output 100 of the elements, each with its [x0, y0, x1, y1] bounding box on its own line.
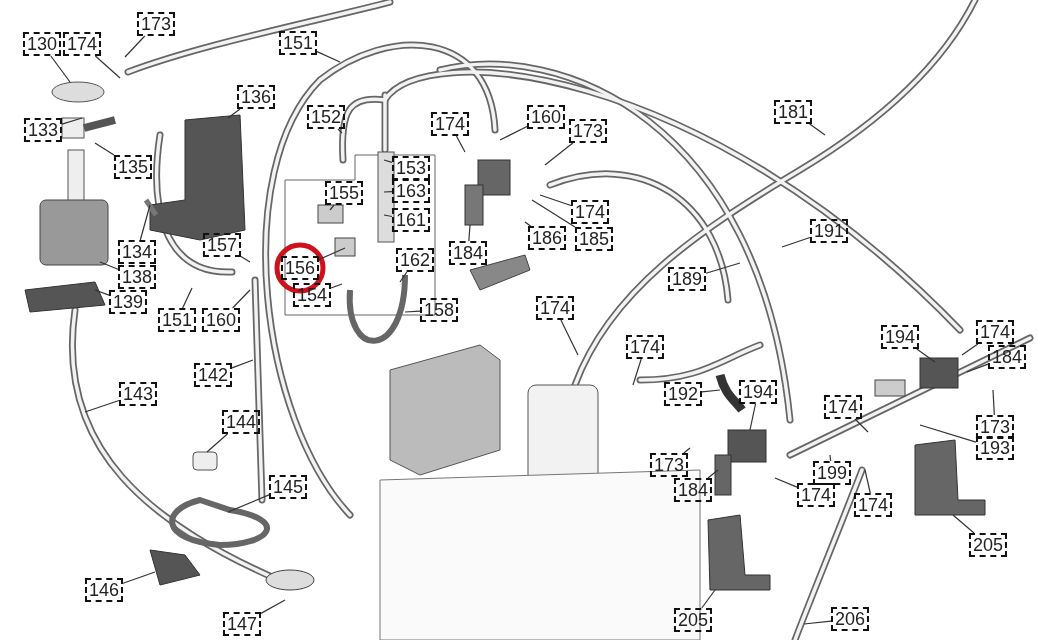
callout-number: 199 [813, 461, 851, 485]
leader-line [544, 142, 574, 166]
callout-number: 184 [674, 478, 712, 502]
leader-line [99, 261, 119, 270]
leader-line [992, 389, 995, 416]
callout-number: 174 [976, 320, 1014, 344]
callout-number: 145 [269, 475, 307, 499]
callout-number: 146 [85, 578, 123, 602]
leader-line [539, 194, 572, 207]
callout-number: 152 [307, 105, 345, 129]
leader-line [122, 571, 156, 584]
leader-line [232, 289, 251, 309]
leader-line [330, 283, 343, 289]
callout-number: 134 [118, 240, 156, 264]
callout-number: 174 [824, 395, 862, 419]
leader-line [632, 358, 642, 386]
leader-line [531, 199, 576, 228]
callout-number: 185 [575, 227, 613, 251]
callout-number: 174 [63, 32, 101, 56]
callout-number: 189 [668, 267, 706, 291]
leader-line [864, 469, 871, 494]
callout-number: 139 [109, 290, 147, 314]
leader-line [683, 447, 691, 454]
callout-number: 153 [392, 156, 430, 180]
callout-number: 194 [881, 325, 919, 349]
leader-line [260, 599, 286, 614]
callout-number: 135 [114, 155, 152, 179]
callout-number: 156 [281, 256, 319, 280]
callout-number: 193 [976, 436, 1014, 460]
leader-line [809, 123, 826, 136]
callout-number: 157 [203, 233, 241, 257]
callout-number: 174 [536, 296, 574, 320]
leader-line [50, 55, 71, 83]
callout-number: 160 [527, 105, 565, 129]
callout-number: 142 [194, 363, 232, 387]
leader-line [919, 424, 977, 443]
callout-number: 205 [969, 533, 1007, 557]
callout-number: 138 [118, 265, 156, 289]
leader-line [139, 204, 151, 241]
leader-line [231, 359, 254, 369]
leader-line [468, 224, 471, 242]
leader-line [61, 117, 83, 125]
callout-number: 206 [831, 607, 869, 631]
leader-line [707, 469, 719, 479]
callout-number: 162 [396, 248, 434, 272]
leader-line [318, 247, 346, 261]
leader-line [383, 191, 393, 193]
leader-line [383, 159, 393, 163]
leader-line [206, 433, 228, 453]
leader-line [701, 389, 721, 393]
leader-line [94, 289, 110, 296]
leader-line [182, 287, 193, 309]
callout-number: 205 [674, 608, 712, 632]
callout-number: 160 [202, 308, 240, 332]
callout-number: 194 [739, 380, 777, 404]
leader-line [329, 204, 335, 211]
leader-line [916, 348, 936, 363]
leader-line [227, 108, 241, 119]
callout-number: 151 [279, 31, 317, 55]
callout-number: 184 [449, 241, 487, 265]
callout-number: 174 [854, 493, 892, 517]
leader-line [316, 51, 341, 63]
leader-line [240, 255, 251, 263]
leader-line [455, 135, 466, 153]
callout-number: 174 [571, 200, 609, 224]
leader-line [524, 221, 532, 227]
leader-line [337, 128, 343, 134]
leader-line [404, 310, 421, 313]
leader-line [966, 363, 989, 373]
callout-number: 136 [237, 85, 275, 109]
callout-number: 174 [797, 483, 835, 507]
callout-number: 181 [774, 100, 812, 124]
callout-number: 154 [293, 283, 331, 307]
callout-number: 133 [24, 118, 62, 142]
leader-line [701, 589, 716, 609]
leader-line [94, 142, 115, 156]
leader-line [854, 418, 869, 433]
callout-number: 184 [988, 345, 1026, 369]
callout-number: 158 [420, 298, 458, 322]
leader-line [829, 454, 832, 462]
callout-number: 173 [976, 415, 1014, 439]
callout-number: 151 [158, 308, 196, 332]
callout-number: 161 [392, 208, 430, 232]
callout-number: 173 [569, 119, 607, 143]
callout-number: 174 [626, 335, 664, 359]
leader-line [227, 494, 270, 513]
leader-line [383, 214, 393, 218]
leader-line [749, 403, 757, 431]
callout-number: 163 [392, 179, 430, 203]
callout-number: 186 [528, 226, 566, 250]
leader-line [124, 35, 146, 58]
leader-line [705, 262, 741, 274]
leader-line [560, 319, 579, 356]
leader-line [84, 399, 120, 413]
leader-line [803, 620, 832, 625]
callout-number: 155 [325, 181, 363, 205]
callout-number: 173 [650, 453, 688, 477]
callout-number: 192 [664, 382, 702, 406]
leader-line [774, 477, 798, 488]
callout-number: 173 [137, 12, 175, 36]
